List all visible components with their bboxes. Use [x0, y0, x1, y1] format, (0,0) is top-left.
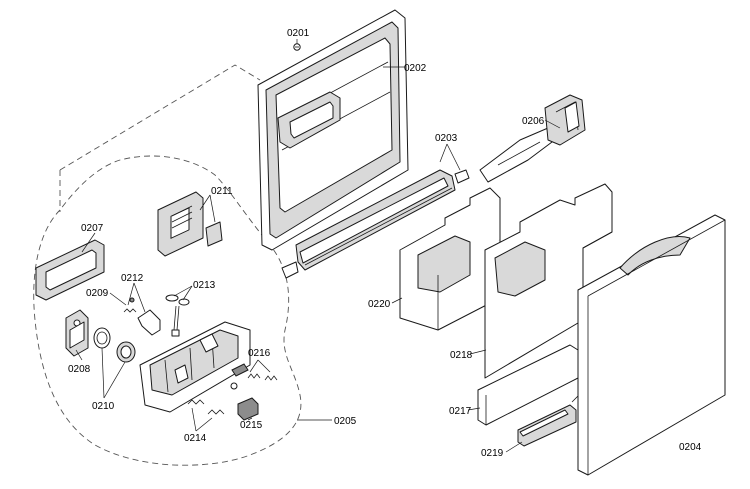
dispenser-body-0205 — [139, 321, 251, 413]
springs-0214 — [187, 399, 225, 415]
label-0215: 0215 — [240, 420, 263, 431]
insulation-panel-0220 — [399, 187, 501, 331]
control-assembly-boundary — [33, 155, 302, 466]
leader-0219 — [505, 441, 523, 453]
leader-0211 — [199, 194, 211, 211]
label-0209: 0209 — [86, 288, 109, 299]
label-0205: 0205 — [334, 416, 357, 427]
label-0220: 0220 — [368, 299, 391, 310]
label-0210: 0210 — [92, 401, 115, 412]
rail-clip — [454, 169, 470, 184]
insulation-panel-0218 — [484, 183, 613, 379]
hinge-bracket — [479, 94, 586, 183]
label-0213: 0213 — [193, 280, 216, 291]
leader-0215 — [247, 417, 253, 421]
leader-0212a — [127, 282, 135, 306]
leader-0212b — [133, 282, 146, 313]
label-0204: 0204 — [679, 442, 702, 453]
dashed-link-top — [59, 64, 261, 171]
label-0202: 0202 — [404, 63, 427, 74]
latch-0212 — [129, 297, 161, 336]
ring-gaskets-0210 — [93, 327, 136, 363]
leader-0206 — [544, 119, 561, 129]
springs-0216 — [230, 363, 278, 390]
label-0211: 0211 — [211, 186, 233, 197]
label-0216: 0216 — [248, 348, 271, 359]
bottom-trim-rail — [295, 169, 456, 271]
label-0218: 0218 — [450, 350, 473, 361]
leader-0208 — [75, 349, 83, 361]
inner-door-panel — [257, 9, 409, 279]
label-0208: 0208 — [68, 364, 91, 375]
leader-0213a — [173, 285, 193, 297]
leader-0217 — [467, 407, 481, 411]
leader-0220 — [391, 297, 403, 304]
label-0206: 0206 — [522, 116, 545, 127]
leader-0203b — [446, 143, 461, 171]
outer-door-panel — [577, 214, 726, 476]
label-0203: 0203 — [435, 133, 458, 144]
leader-0216a — [249, 359, 259, 373]
label-0207: 0207 — [81, 223, 104, 234]
label-0212: 0212 — [121, 273, 144, 284]
leader-0216b — [257, 359, 271, 373]
label-0219: 0219 — [481, 448, 504, 459]
leader-0210a — [101, 347, 105, 399]
leader-0210b — [103, 361, 126, 399]
leader-0214b — [195, 417, 213, 432]
leader-0211b — [209, 194, 216, 223]
lower-bracket-0219 — [517, 395, 579, 447]
leader-0207 — [81, 232, 96, 253]
label-0217: 0217 — [449, 406, 472, 417]
rinse-aid-cover-0211 — [157, 191, 223, 257]
seal-frame-0207 — [35, 239, 105, 301]
spring-0209 — [123, 308, 137, 313]
leader-0209 — [109, 292, 127, 306]
label-0201: 0201 — [287, 28, 310, 39]
screw-0201 — [293, 43, 301, 51]
plunger-0213 — [165, 294, 190, 337]
detergent-lid-0208 — [65, 309, 89, 357]
leader-0218 — [469, 349, 487, 355]
leader-0213b — [182, 285, 193, 301]
leader-0203 — [439, 143, 448, 163]
switch-0215 — [237, 397, 259, 421]
label-0214: 0214 — [184, 433, 207, 444]
leader-0214a — [191, 407, 197, 432]
